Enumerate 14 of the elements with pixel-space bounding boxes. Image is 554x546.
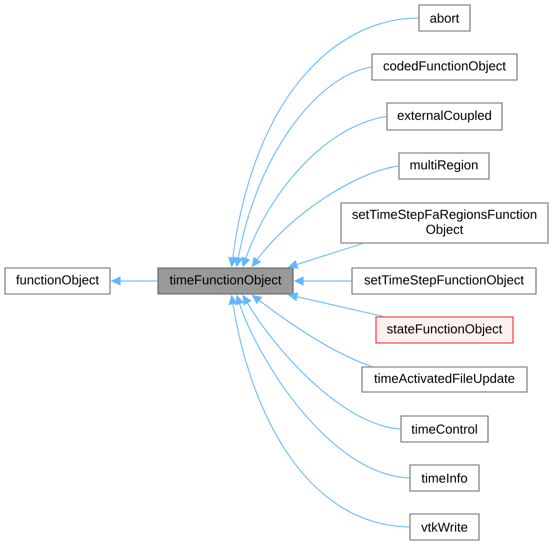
- inheritance-arrow: [252, 294, 372, 367]
- class-box: timeControl: [400, 415, 489, 443]
- class-box: externalCoupled: [386, 102, 503, 131]
- class-box: timeActivatedFileUpdate: [361, 366, 528, 393]
- class-box: timeInfo: [409, 464, 480, 492]
- class-box: setTimeStepFaRegionsFunction Object: [340, 202, 549, 244]
- class-box: multiRegion: [398, 152, 490, 180]
- class-box: codedFunctionObject: [371, 53, 518, 81]
- class-box: functionObject: [4, 267, 111, 295]
- highlighted-class-box: timeFunctionObject: [157, 267, 294, 295]
- class-box: abort: [418, 4, 471, 32]
- class-box: setTimeStepFunctionObject: [351, 267, 537, 295]
- class-box: stateFunctionObject: [375, 316, 514, 344]
- class-box: vtkWrite: [409, 513, 480, 541]
